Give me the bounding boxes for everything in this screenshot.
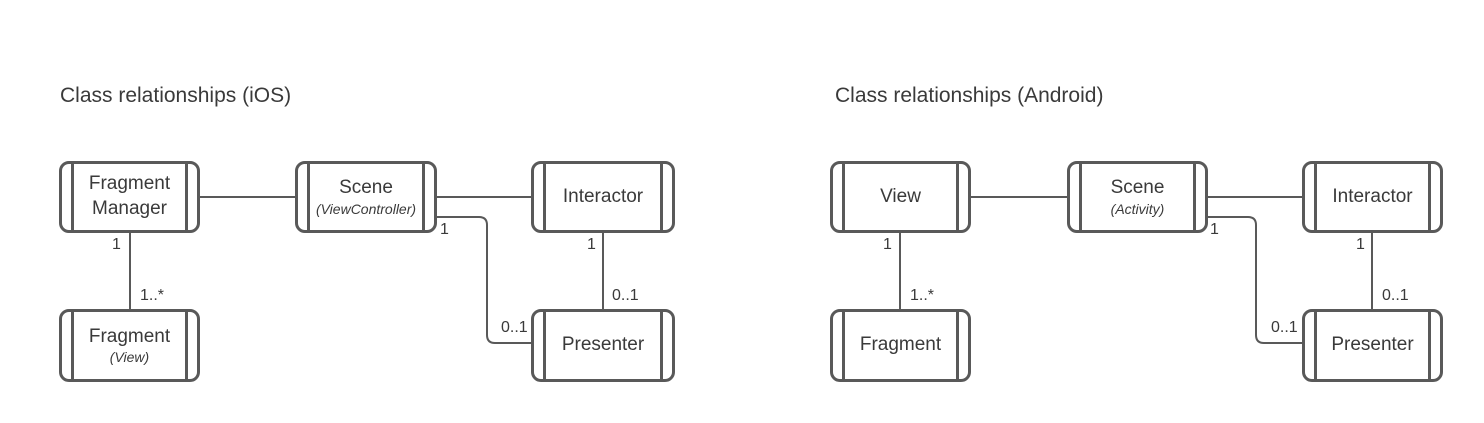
class-box-presenter-ios: Presenter — [531, 309, 675, 382]
class-name: Fragment — [859, 334, 942, 356]
class-name: Interactor — [562, 185, 644, 207]
class-name: Fragment — [88, 325, 171, 347]
class-stereotype: (View) — [109, 349, 150, 366]
multiplicity-label: 1 — [881, 236, 894, 254]
multiplicity-label: 0..1 — [499, 319, 530, 337]
class-name: Fragment Manager — [88, 173, 171, 219]
edge-scene-presenter — [437, 216, 531, 344]
class-box-presenter-android: Presenter — [1302, 309, 1443, 382]
class-name: Presenter — [1331, 334, 1414, 356]
multiplicity-label: 0..1 — [1380, 287, 1411, 305]
class-name: Scene — [1110, 177, 1165, 199]
multiplicity-label: 0..1 — [610, 287, 641, 305]
multiplicity-label: 1..* — [908, 287, 937, 305]
class-name: Interactor — [1332, 185, 1413, 207]
edge-scene-presenter-android — [1208, 216, 1302, 344]
class-name: Scene — [339, 177, 393, 199]
class-stereotype: (Activity) — [1110, 200, 1165, 217]
class-stereotype: (ViewController) — [315, 200, 417, 217]
multiplicity-label: 1 — [585, 236, 598, 254]
class-box-fragment-android: Fragment — [830, 309, 971, 382]
multiplicity-label: 1 — [1354, 236, 1367, 254]
class-box-fragment-manager: Fragment Manager — [59, 161, 200, 233]
class-name: Presenter — [561, 334, 645, 356]
multiplicity-label: 0..1 — [1269, 319, 1300, 337]
diagram-title-android: Class relationships (Android) — [835, 84, 1104, 107]
class-box-view: View — [830, 161, 971, 233]
class-box-scene-android: Scene (Activity) — [1067, 161, 1208, 233]
multiplicity-label: 1 — [1208, 221, 1221, 239]
class-name: View — [880, 185, 921, 207]
multiplicity-label: 1 — [438, 221, 451, 239]
class-box-interactor-ios: Interactor — [531, 161, 675, 233]
class-box-interactor-android: Interactor — [1302, 161, 1443, 233]
class-box-fragment-ios: Fragment (View) — [59, 309, 200, 382]
diagram-title-ios: Class relationships (iOS) — [60, 84, 292, 107]
multiplicity-label: 1 — [110, 236, 123, 254]
multiplicity-label: 1..* — [138, 287, 167, 305]
class-box-scene-ios: Scene (ViewController) — [295, 161, 437, 233]
